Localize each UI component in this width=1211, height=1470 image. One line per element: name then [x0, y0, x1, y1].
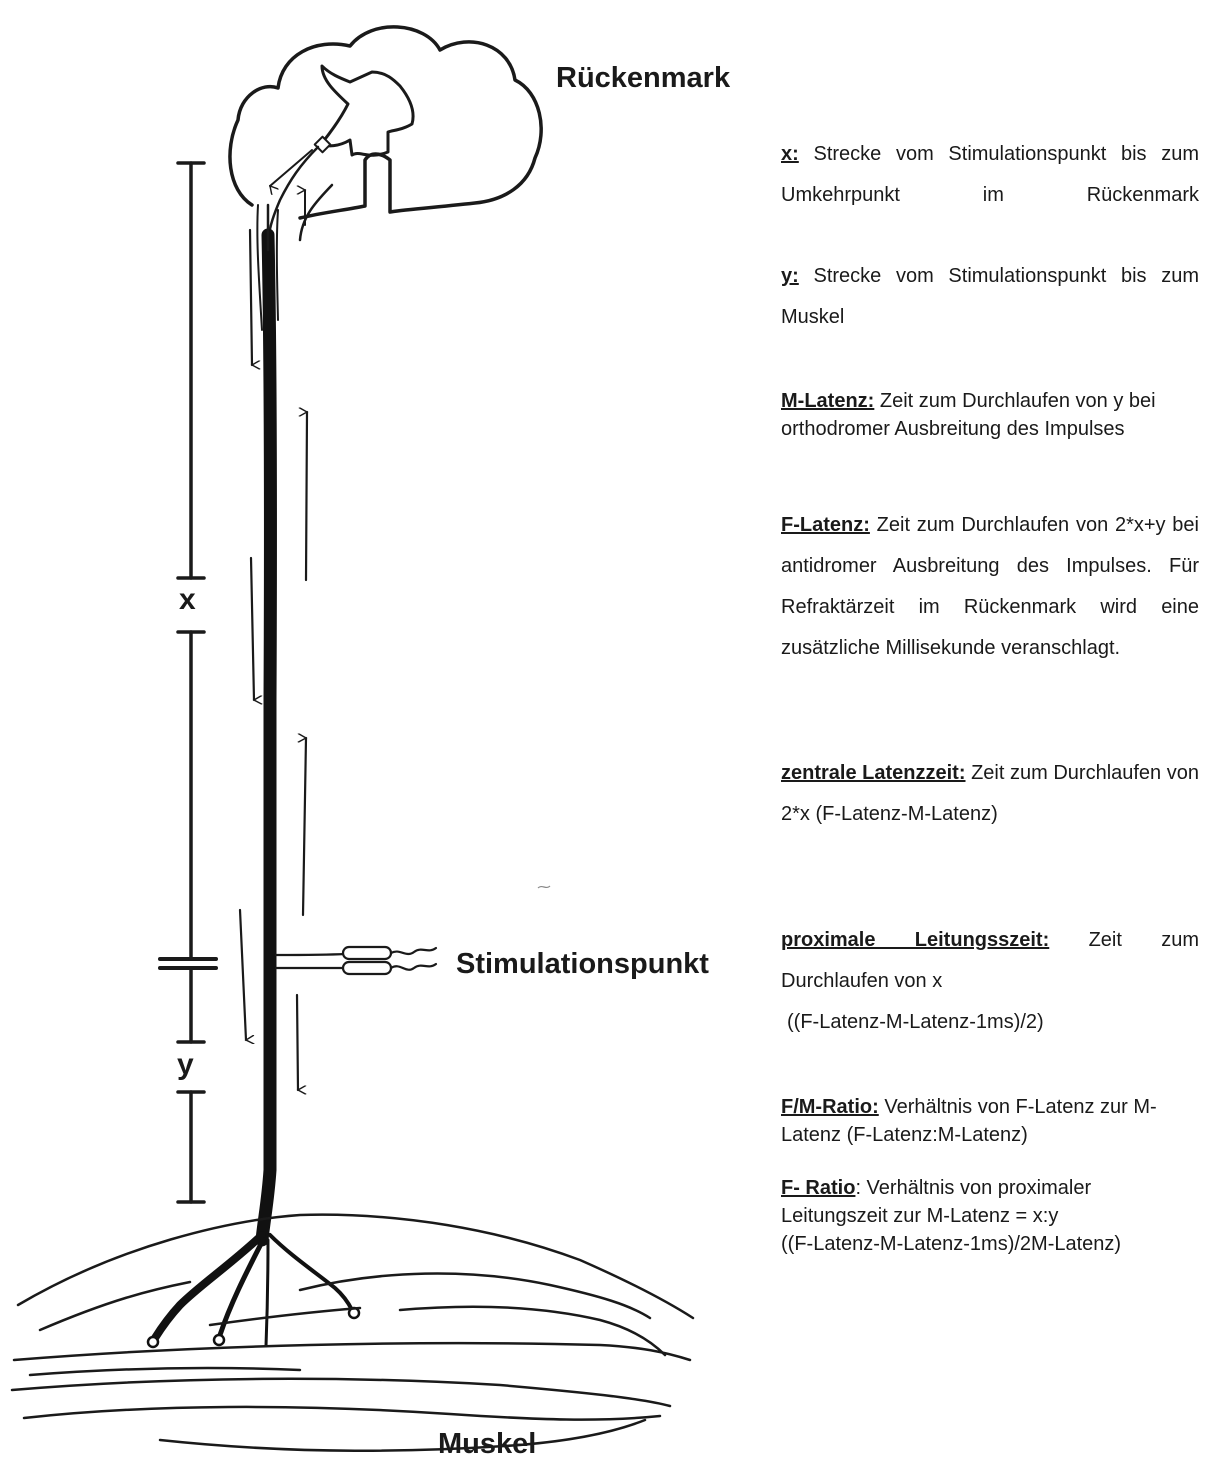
gray-matter-butterfly	[322, 66, 413, 155]
arrow-down-2	[251, 558, 254, 700]
definition-zentrale-latenzzeit: zentrale Latenzzeit: Zeit zum Durchlaufe…	[781, 753, 1199, 835]
nerve-branches	[148, 1235, 359, 1347]
muscle-fiber-4	[160, 1420, 645, 1451]
label-y: y	[177, 1048, 194, 1082]
electrode-lead-upper	[276, 954, 345, 955]
arrow-down-1	[250, 230, 252, 365]
electrode-wire-lower	[391, 964, 436, 970]
nerve-fiber-left	[257, 205, 262, 330]
stimulation-electrode	[276, 947, 436, 974]
definition-zentrale-term: zentrale Latenzzeit:	[781, 762, 966, 784]
muscle-drawing	[12, 1215, 693, 1451]
endplate-middle	[214, 1335, 224, 1345]
definition-f-latenz: F-Latenz: Zeit zum Durchlaufen von 2*x+y…	[781, 505, 1199, 669]
endplate-left	[148, 1337, 158, 1347]
arrow-down-4	[297, 995, 298, 1090]
definition-f-ratio-formula: ((F-Latenz-M-Latenz-1ms)/2M-Latenz)	[781, 1230, 1199, 1258]
spinal-cord-cross-section	[230, 27, 541, 240]
ventral-root	[268, 147, 318, 240]
definition-f-latenz-term: F-Latenz:	[781, 514, 870, 536]
branch-center	[266, 1240, 268, 1346]
definition-x-term: x:	[781, 143, 799, 165]
electrode-wire-upper	[391, 948, 436, 954]
definition-m-latenz-term: M-Latenz:	[781, 390, 874, 412]
definition-y-text: Strecke vom Stimulationspunkt bis zum Mu…	[781, 265, 1199, 328]
definition-x: x: Strecke vom Stimulationspunkt bis zum…	[781, 134, 1199, 216]
definition-proximale-leitungszeit: proximale Leitungsszeit: Zeit zum Durchl…	[781, 920, 1199, 1043]
definition-f-ratio: F- Ratio: Verhältnis von proximaler Leit…	[781, 1174, 1199, 1258]
label-spinal-cord: Rückenmark	[556, 62, 730, 95]
muscle-fiber-8	[210, 1308, 360, 1325]
nerve-fiber-right	[277, 210, 278, 320]
arrow-down-3	[240, 910, 246, 1040]
definition-y: y: Strecke vom Stimulationspunkt bis zum…	[781, 256, 1199, 338]
muscle-fiber-3	[24, 1407, 660, 1420]
electrode-contact-lower	[343, 962, 391, 974]
definition-m-latenz: M-Latenz: Zeit zum Durchlaufen von y bei…	[781, 387, 1199, 443]
nerve-trunk-core	[262, 235, 270, 1240]
branch-right	[270, 1235, 352, 1310]
reversal-point-marker	[315, 137, 331, 153]
arrow-up-2	[303, 738, 306, 915]
nerve-trunk	[257, 205, 278, 1240]
muscle-top-outline	[18, 1215, 693, 1318]
muscle-fiber-1	[14, 1343, 690, 1360]
label-x: x	[179, 583, 196, 617]
definition-proximale-line: proximale Leitungsszeit: Zeit zum Durchl…	[781, 920, 1199, 1002]
label-muscle: Muskel	[438, 1428, 536, 1461]
definition-y-term: y:	[781, 265, 799, 287]
definition-f-ratio-term: F- Ratio	[781, 1177, 855, 1199]
muscle-fiber-9	[30, 1368, 300, 1375]
definition-x-text: Strecke vom Stimulationspunkt bis zum Um…	[781, 143, 1199, 206]
electrode-contact-upper	[343, 947, 391, 959]
distance-scale	[160, 163, 216, 1202]
muscle-fiber-2	[12, 1379, 670, 1406]
definition-proximale-term: proximale Leitungsszeit:	[781, 929, 1049, 951]
definition-fm-ratio: F/M-Ratio: Verhältnis von F-Latenz zur M…	[781, 1093, 1199, 1149]
label-stimulation-point: Stimulationspunkt	[456, 948, 709, 981]
stray-mark	[538, 886, 550, 888]
spinal-cord-outline	[230, 27, 541, 218]
definition-fm-ratio-term: F/M-Ratio:	[781, 1096, 879, 1118]
arrow-up-1	[306, 412, 307, 580]
definition-proximale-formula: ((F-Latenz-M-Latenz-1ms)/2)	[781, 1002, 1199, 1043]
